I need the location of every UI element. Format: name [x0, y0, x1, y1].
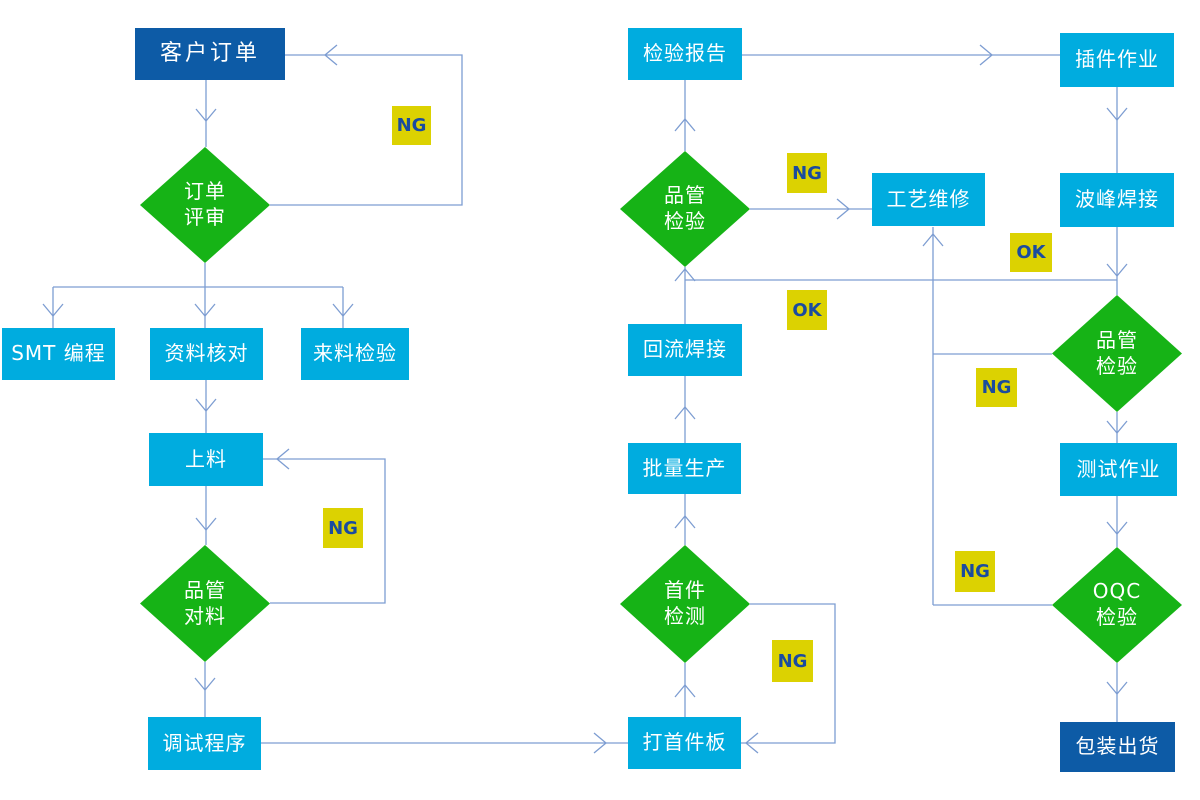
- node-incoming-inspection: 来料检验: [301, 328, 409, 380]
- node-qc-inspection-smt: 品管 检验: [620, 151, 750, 267]
- tag-ok-wave-junction: OK: [1010, 233, 1052, 272]
- node-testing: 测试作业: [1060, 443, 1177, 496]
- tag-ng-first-article: NG: [772, 640, 813, 682]
- node-qc-inspection-wave: 品管 检验: [1052, 295, 1182, 412]
- arrowhead-icon: [42, 303, 64, 318]
- arrowhead-icon: [194, 677, 216, 692]
- arrowhead-icon: [195, 517, 217, 532]
- tag-ng-qc-smt: NG: [787, 153, 827, 193]
- arrowhead-icon: [194, 303, 216, 318]
- node-customer-order: 客户订单: [135, 28, 285, 80]
- arrowhead-icon: [1106, 420, 1128, 435]
- node-smt-programming: SMT 编程: [2, 328, 115, 380]
- arrowhead-icon: [674, 117, 696, 132]
- tag-ng-qc-material: NG: [323, 508, 363, 548]
- arrowhead-icon: [1106, 681, 1128, 696]
- node-mass-production: 批量生产: [628, 443, 741, 494]
- arrowhead-icon: [674, 267, 696, 282]
- node-data-check: 资料核对: [150, 328, 263, 380]
- tag-ng-oqc: NG: [955, 551, 995, 592]
- arrowhead-icon: [1106, 107, 1128, 122]
- arrowhead-icon: [674, 683, 696, 698]
- node-first-board: 打首件板: [628, 717, 741, 769]
- tag-ng-qc-wave: NG: [976, 368, 1017, 407]
- arrowhead-icon: [275, 448, 290, 470]
- arrowhead-icon: [323, 44, 338, 66]
- arrowhead-icon: [195, 108, 217, 123]
- arrowhead-icon: [744, 732, 759, 754]
- tag-ng-order-review: NG: [392, 106, 431, 145]
- arrowhead-icon: [593, 732, 608, 754]
- arrowhead-icon: [195, 398, 217, 413]
- arrowhead-icon: [979, 44, 994, 66]
- node-process-repair: 工艺维修: [872, 173, 985, 226]
- node-order-review: 订单 评审: [140, 147, 270, 263]
- arrowhead-icon: [1106, 263, 1128, 278]
- node-debug-program: 调试程序: [148, 717, 261, 770]
- node-inspection-report: 检验报告: [628, 28, 742, 80]
- node-packing-shipping: 包装出货: [1060, 722, 1175, 772]
- tag-ok-qc-smt: OK: [787, 290, 827, 330]
- arrowhead-icon: [332, 303, 354, 318]
- node-wave-soldering: 波峰焊接: [1060, 173, 1174, 227]
- node-thru-hole-assembly: 插件作业: [1060, 33, 1174, 87]
- node-loading: 上料: [149, 433, 263, 486]
- node-reflow-soldering: 回流焊接: [628, 324, 742, 376]
- node-qc-material-check: 品管 对料: [140, 545, 270, 662]
- arrowhead-icon: [836, 198, 851, 220]
- node-first-article-check: 首件 检测: [620, 545, 750, 663]
- arrowhead-icon: [674, 405, 696, 420]
- node-oqc-inspection: OQC 检验: [1052, 547, 1182, 663]
- arrowhead-icon: [674, 514, 696, 529]
- arrowhead-icon: [1106, 521, 1128, 536]
- arrowhead-icon: [922, 232, 944, 247]
- edge-review-ng-loop: [270, 54, 463, 206]
